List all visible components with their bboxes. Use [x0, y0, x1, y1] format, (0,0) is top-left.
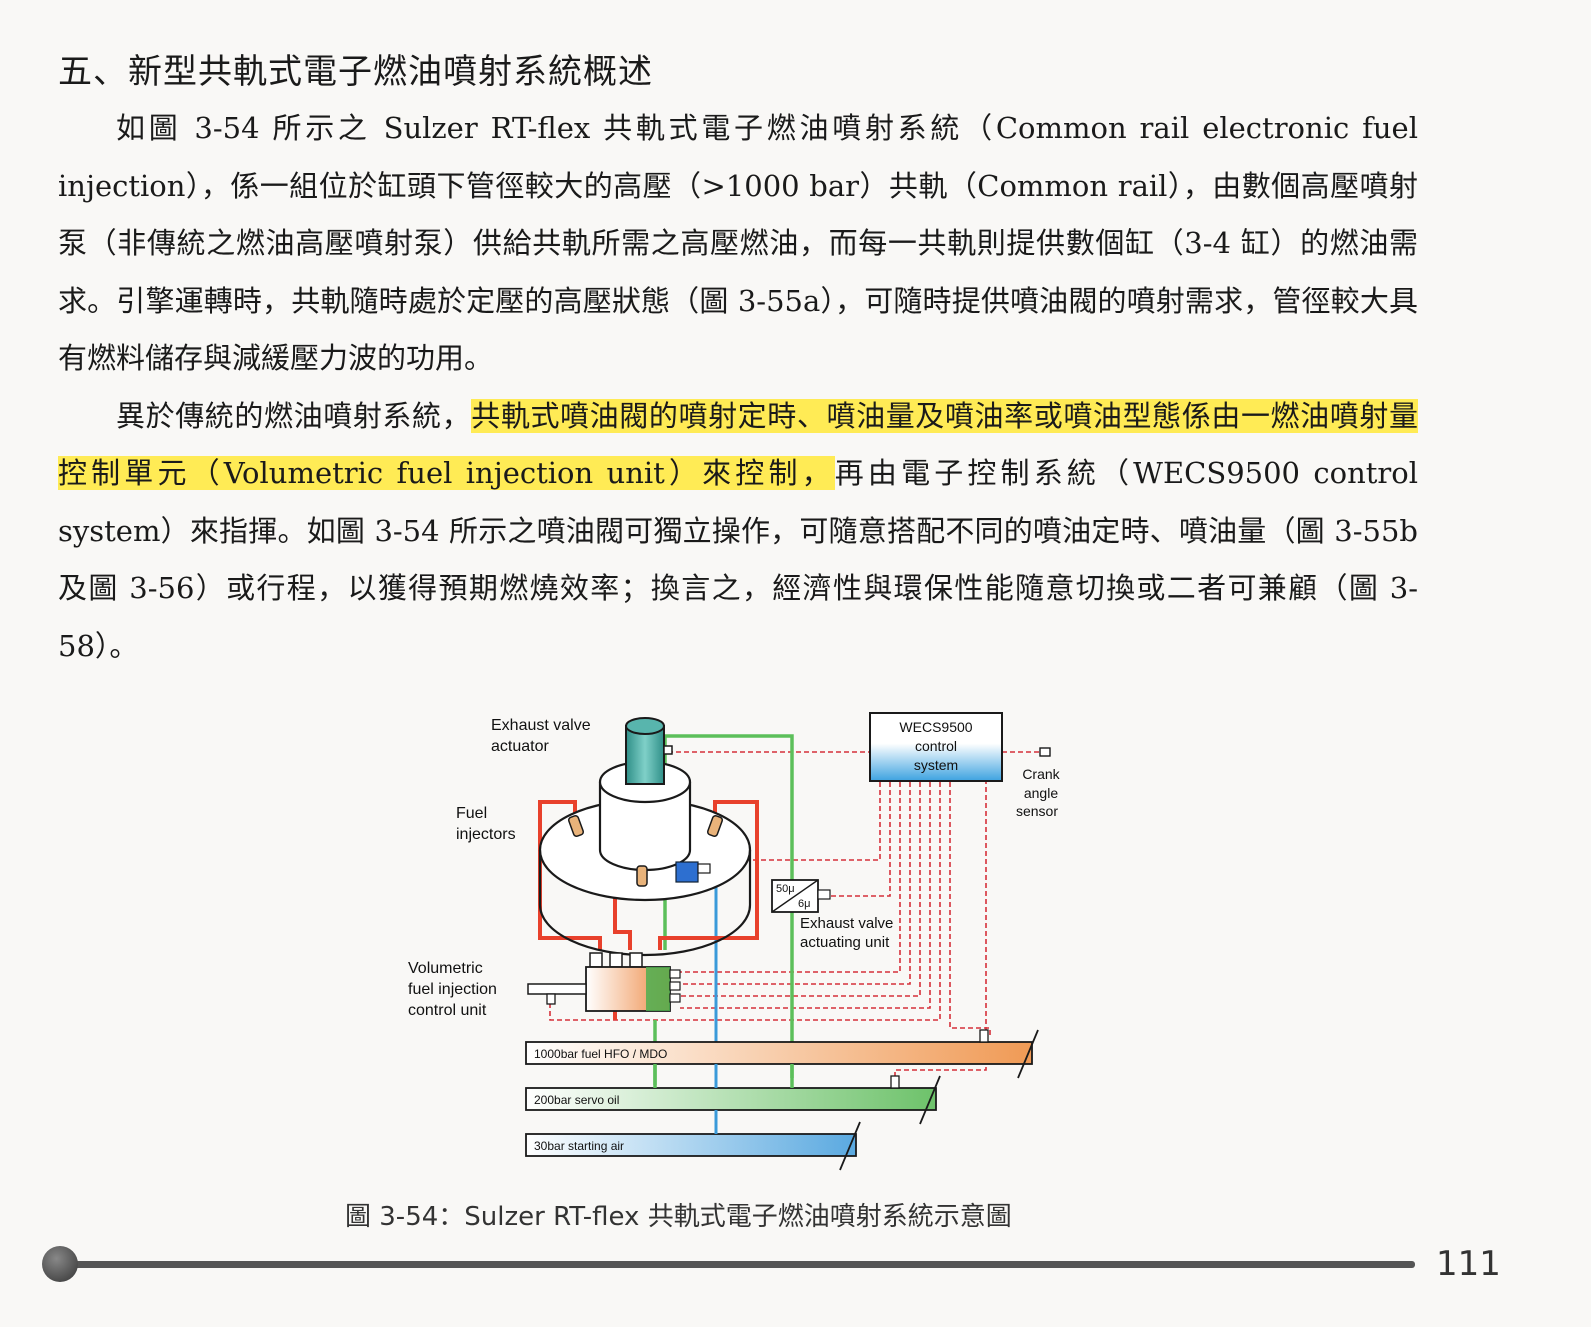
- crank-label-2: angle: [1024, 785, 1058, 801]
- vfi-label-1: Volumetric: [408, 960, 483, 977]
- rail-air-label: 30bar starting air: [534, 1139, 624, 1153]
- page-number: 111: [1436, 1244, 1501, 1284]
- paragraph-2-tail: 再由電子控制系統（WECS9500 control system）來指揮。如圖 …: [58, 456, 1418, 663]
- vfi-label-2: fuel injection: [408, 981, 497, 998]
- evau-label-2: actuating unit: [800, 934, 890, 951]
- eva-label-2: actuator: [491, 738, 549, 755]
- body-text: 如圖 3-54 所示之 Sulzer RT-flex 共軌式電子燃油噴射系統（C…: [58, 100, 1418, 675]
- section-heading: 五、新型共軌式電子燃油噴射系統概述: [58, 52, 653, 92]
- eva-label-1: Exhaust valve: [491, 717, 591, 734]
- fuel-injectors-label-1: Fuel: [456, 805, 487, 822]
- rail-servo-label: 200bar servo oil: [534, 1093, 619, 1107]
- wecs-label-3: system: [914, 757, 958, 773]
- wecs-control-box: [869, 712, 1003, 782]
- paragraph-1: 如圖 3-54 所示之 Sulzer RT-flex 共軌式電子燃油噴射系統（C…: [58, 111, 1418, 375]
- vfi-label-3: control unit: [408, 1002, 487, 1019]
- wecs-label-2: control: [915, 738, 957, 754]
- evau-label-1: Exhaust valve: [800, 915, 893, 932]
- wecs-label-1: WECS9500: [899, 719, 972, 735]
- crank-label-1: Crank: [1022, 766, 1060, 782]
- fuel-injector-icons: [567, 814, 724, 887]
- signal-lines: [549, 751, 1040, 1082]
- rail-fuel-1000bar: [525, 1041, 1033, 1065]
- paragraph-2: 異於傳統的燃油噴射系統，共軌式噴油閥的噴射定時、噴油量及噴油率或噴油型態係由一燃…: [58, 388, 1418, 676]
- fuel-injectors-label-2: injectors: [456, 826, 516, 843]
- figure-caption: 圖 3-54：Sulzer RT-flex 共軌式電子燃油噴射系統示意圖: [345, 1202, 1012, 1232]
- crank-sensor-icon: [1039, 747, 1051, 757]
- common-rail-diagram: WECS9500 control system Crank angle sens…: [408, 712, 1061, 1171]
- evau-small-bottom: 6μ: [798, 898, 810, 910]
- rail-fuel-label: 1000bar fuel HFO / MDO: [534, 1047, 667, 1061]
- starting-air-valve-block: [675, 861, 699, 883]
- rail-air-30bar: [525, 1133, 857, 1157]
- footer-dot: [42, 1246, 78, 1282]
- paragraph-2-lead: 異於傳統的燃油噴射系統，: [116, 398, 472, 433]
- footer-rule: [60, 1261, 1415, 1268]
- crank-label-3: sensor: [1016, 803, 1058, 819]
- rail-servo-200bar: [525, 1087, 937, 1111]
- evau-small-top: 50μ: [776, 883, 795, 895]
